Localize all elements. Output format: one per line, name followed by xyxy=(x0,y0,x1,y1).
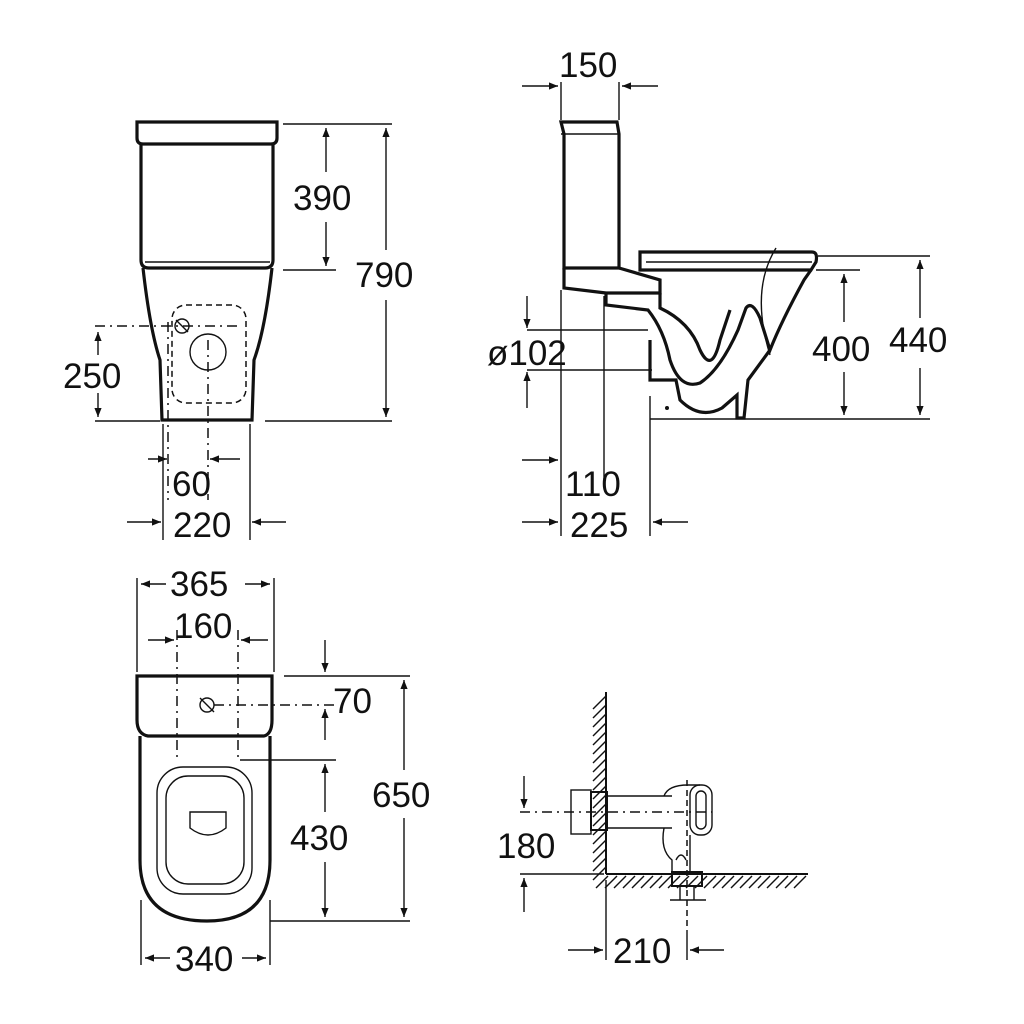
installation-dimension-lines xyxy=(520,776,724,960)
dim-340: 340 xyxy=(175,940,233,979)
wall-hatch-line xyxy=(592,848,607,863)
wall-hatch-line xyxy=(592,740,607,755)
floor-hatch-line xyxy=(775,875,789,889)
top-view-dimension-lines xyxy=(136,578,410,965)
floor-hatch-line xyxy=(793,875,807,889)
floor-hatch-line xyxy=(766,875,780,889)
floor-hatch-line xyxy=(712,875,726,889)
dim-390: 390 xyxy=(293,179,351,218)
wall-hatch-line xyxy=(592,722,607,737)
wall-and-floor xyxy=(592,692,808,889)
dim-60: 60 xyxy=(172,465,211,504)
dim-diameter-102: ø102 xyxy=(487,334,567,373)
floor-hatch-line xyxy=(757,875,771,889)
dim-150: 150 xyxy=(559,46,617,85)
floor-hatch-line xyxy=(622,875,636,889)
dim-650: 650 xyxy=(372,776,430,815)
floor-hatch-line xyxy=(640,875,654,889)
wall-hatch-line xyxy=(592,758,607,773)
floor-hatch-line xyxy=(730,875,744,889)
installation-view: 180 210 xyxy=(497,692,808,971)
floor-hatch-line xyxy=(613,875,627,889)
dim-110: 110 xyxy=(565,465,621,504)
wall-hatch-line xyxy=(592,767,607,782)
floor-hatch-line xyxy=(595,875,609,889)
wall-hatch-line xyxy=(592,830,607,845)
dim-210: 210 xyxy=(613,932,671,971)
side-view-outline xyxy=(558,120,819,420)
wall-hatch-line xyxy=(592,731,607,746)
floor-hatch-line xyxy=(784,875,798,889)
floor-hatch-line xyxy=(703,875,717,889)
dim-790: 790 xyxy=(355,256,413,295)
top-view-outline xyxy=(135,674,274,923)
wall-hatch-line xyxy=(592,803,607,818)
wall-hatch-line xyxy=(592,857,607,872)
dim-365: 365 xyxy=(170,565,228,604)
front-view: 390 790 250 60 220 xyxy=(63,120,413,545)
wall-hatch-line xyxy=(592,695,607,710)
floor-hatch-line xyxy=(739,875,753,889)
outlet-connector xyxy=(570,780,713,928)
floor-hatch-line xyxy=(631,875,645,889)
dim-440: 440 xyxy=(889,321,947,360)
dim-220: 220 xyxy=(173,506,231,545)
wall-hatch-line xyxy=(592,794,607,809)
floor-hatch-line xyxy=(748,875,762,889)
dim-180: 180 xyxy=(497,827,555,866)
top-view: 365 160 70 650 430 340 xyxy=(135,565,430,979)
floor-hatch-line xyxy=(658,875,672,889)
wall-hatch-line xyxy=(592,749,607,764)
front-view-outline xyxy=(135,120,279,422)
wall-hatch-line xyxy=(592,821,607,836)
wall-hatch-line xyxy=(592,713,607,728)
dim-225: 225 xyxy=(570,506,628,545)
floor-hatch-line xyxy=(667,875,681,889)
wall-hatch-line xyxy=(592,776,607,791)
dim-400: 400 xyxy=(812,330,870,369)
side-view: 150 ø102 400 440 110 225 xyxy=(487,46,947,545)
dim-160: 160 xyxy=(174,607,232,646)
dim-70: 70 xyxy=(333,682,372,721)
wall-hatch-line xyxy=(592,812,607,827)
wall-hatch-line xyxy=(592,839,607,854)
floor-hatch-line xyxy=(649,875,663,889)
floor-hatch-line xyxy=(721,875,735,889)
side-view-dimension-lines xyxy=(522,82,930,536)
dim-430: 430 xyxy=(290,819,348,858)
front-view-dimension-lines xyxy=(94,123,392,540)
wall-hatch-line xyxy=(592,704,607,719)
dim-250: 250 xyxy=(63,357,121,396)
floor-hatch-line xyxy=(604,875,618,889)
